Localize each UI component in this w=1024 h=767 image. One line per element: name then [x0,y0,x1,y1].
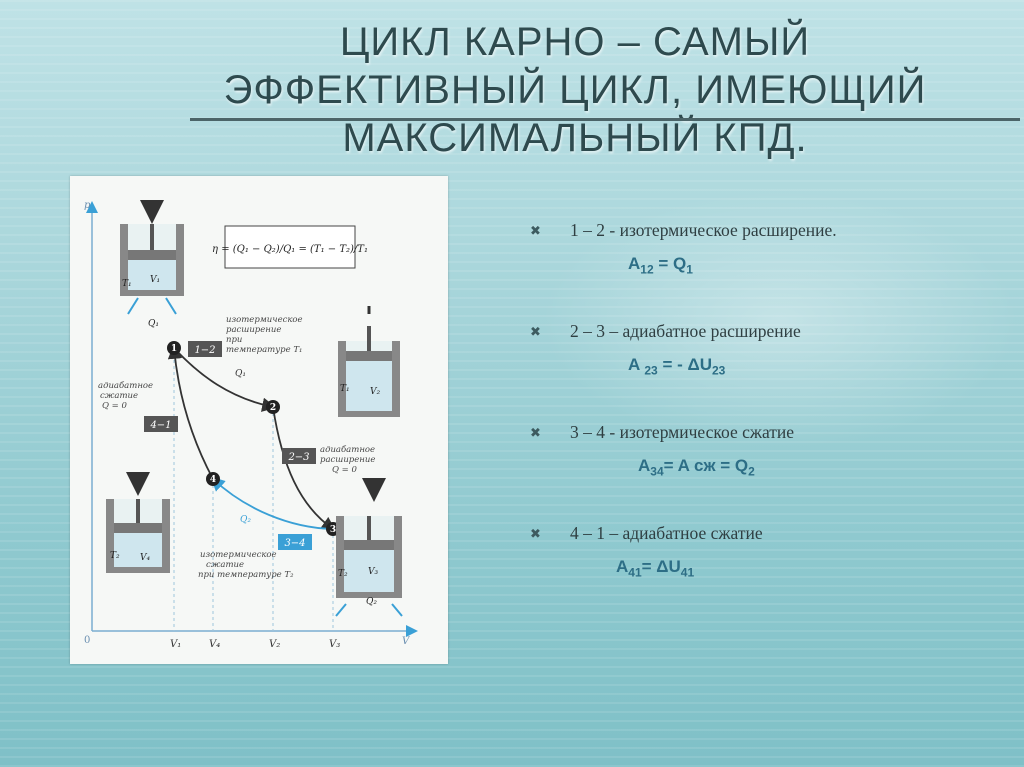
heat-q1-curve: Q₁ [235,369,246,379]
text-41-c: Q = 0 [102,401,127,411]
curve-4-1 [167,344,214,480]
p-axis-label: p [84,200,91,211]
svg-text:V₂: V₂ [370,387,380,397]
text-23-a: адиабатное [320,444,375,455]
bullet-x-icon: ✖ [530,325,541,340]
slide-title: ЦИКЛ КАРНО – САМЫЙ ЭФФЕКТИВНЫЙ ЦИКЛ, ИМЕ… [150,18,1000,162]
heat-q2-curve: Q₂ [240,515,251,525]
svg-text:Q₁: Q₁ [148,319,159,329]
text-12-c: при [226,335,242,345]
bullet-x-icon: ✖ [530,527,541,542]
point-label-1: 1 [171,344,177,354]
curve-1-2 [173,347,277,412]
stage-label-23: 2−3 [287,452,309,463]
cylinder-3: T₂ V₃ Q₂ [335,478,403,617]
title-line-3: МАКСИМАЛЬНЫЙ КПД. [342,116,808,160]
text-34-c: при температуре T₂ [198,570,294,580]
title-line-2: ЭФФЕКТИВНЫЙ ЦИКЛ, ИМЕЮЩИЙ [223,68,927,112]
process-label: 3 – 4 - изотермическое сжатие [570,422,795,442]
stage-label-12: 1−2 [194,345,215,356]
carnot-cycle-figure: p V 0 V₁ V₄ V₂ V₃ 1 2 3 4 [70,176,448,664]
origin-label: 0 [84,635,90,646]
text-12-d: температуре T₁ [226,345,302,355]
stage-box-12 [188,341,222,357]
svg-text:T₁: T₁ [122,279,132,289]
process-label: 4 – 1 – адиабатное сжатие [570,523,763,543]
text-41-b: сжатие [100,391,138,401]
curve-3-4 [210,476,334,530]
stage-label-41: 4−1 [149,420,171,431]
text-23-b: расширение [320,455,375,465]
text-34-a: изотермическое [200,550,277,560]
process-formula: A34= A сж = Q2 [638,456,755,479]
point-4 [206,472,220,486]
efficiency-formula: η = (Q₁ − Q₂)/Q₁ = (T₁ − T₂)/T₁ [212,244,368,255]
list-item: ✖ 3 – 4 - изотермическое сжатие A34= A с… [530,422,990,523]
point-label-4: 4 [210,475,216,485]
text-41-a: адиабатное [98,380,153,391]
title-underline [190,118,1020,121]
process-formula: A12 = Q1 [628,254,693,277]
carnot-diagram: p V 0 V₁ V₄ V₂ V₃ 1 2 3 4 [84,200,418,650]
svg-text:V₁: V₁ [150,275,160,285]
process-formula: A41= ΔU41 [616,557,695,580]
text-12-b: расширение [226,325,281,335]
process-label: 1 – 2 - изотермическое расширение. [570,220,837,240]
svg-text:T₂: T₂ [110,551,120,561]
tick-v2: V₂ [269,639,280,650]
efficiency-formula-box [224,225,356,269]
stage-label-34: 3−4 [284,538,305,549]
bullet-x-icon: ✖ [530,224,541,239]
point-1 [167,341,181,355]
tick-v4: V₄ [209,639,220,650]
stage-box-41 [144,416,178,432]
curve-2-3 [272,406,336,532]
svg-text:Q₂: Q₂ [366,597,377,607]
process-formula: A 23 = - ΔU23 [628,355,726,378]
text-12-a: изотермическое [226,315,303,325]
tick-v1: V₁ [170,639,181,650]
svg-text:V₄: V₄ [140,553,150,563]
svg-text:V₃: V₃ [368,567,378,577]
list-item: ✖ 1 – 2 - изотермическое расширение. A12… [530,220,990,321]
svg-text:T₂: T₂ [338,569,348,579]
text-34-b: сжатие [206,560,244,570]
cylinder-1: T₁ V₁ Q₁ [120,200,184,329]
process-list: ✖ 1 – 2 - изотермическое расширение. A12… [530,220,990,624]
cylinder-4: T₂ V₄ [106,472,170,573]
list-item: ✖ 4 – 1 – адиабатное сжатие A41= ΔU41 [530,523,990,624]
v-axis-label: V [402,636,411,647]
point-2 [266,400,280,414]
process-label: 2 – 3 – адиабатное расширение [570,321,801,341]
text-23-c: Q = 0 [332,465,357,475]
background-glow [540,190,1020,450]
list-item: ✖ 2 – 3 – адиабатное расширение A 23 = -… [530,321,990,422]
cylinder-2: T₁ V₂ [338,306,400,417]
stage-box-23 [282,448,316,464]
svg-text:T₁: T₁ [340,384,350,394]
point-label-3: 3 [330,525,336,535]
title-line-1: ЦИКЛ КАРНО – САМЫЙ [339,20,811,64]
point-label-2: 2 [270,403,276,413]
bullet-x-icon: ✖ [530,426,541,441]
stage-box-34 [278,534,312,550]
tick-v3: V₃ [329,639,340,650]
